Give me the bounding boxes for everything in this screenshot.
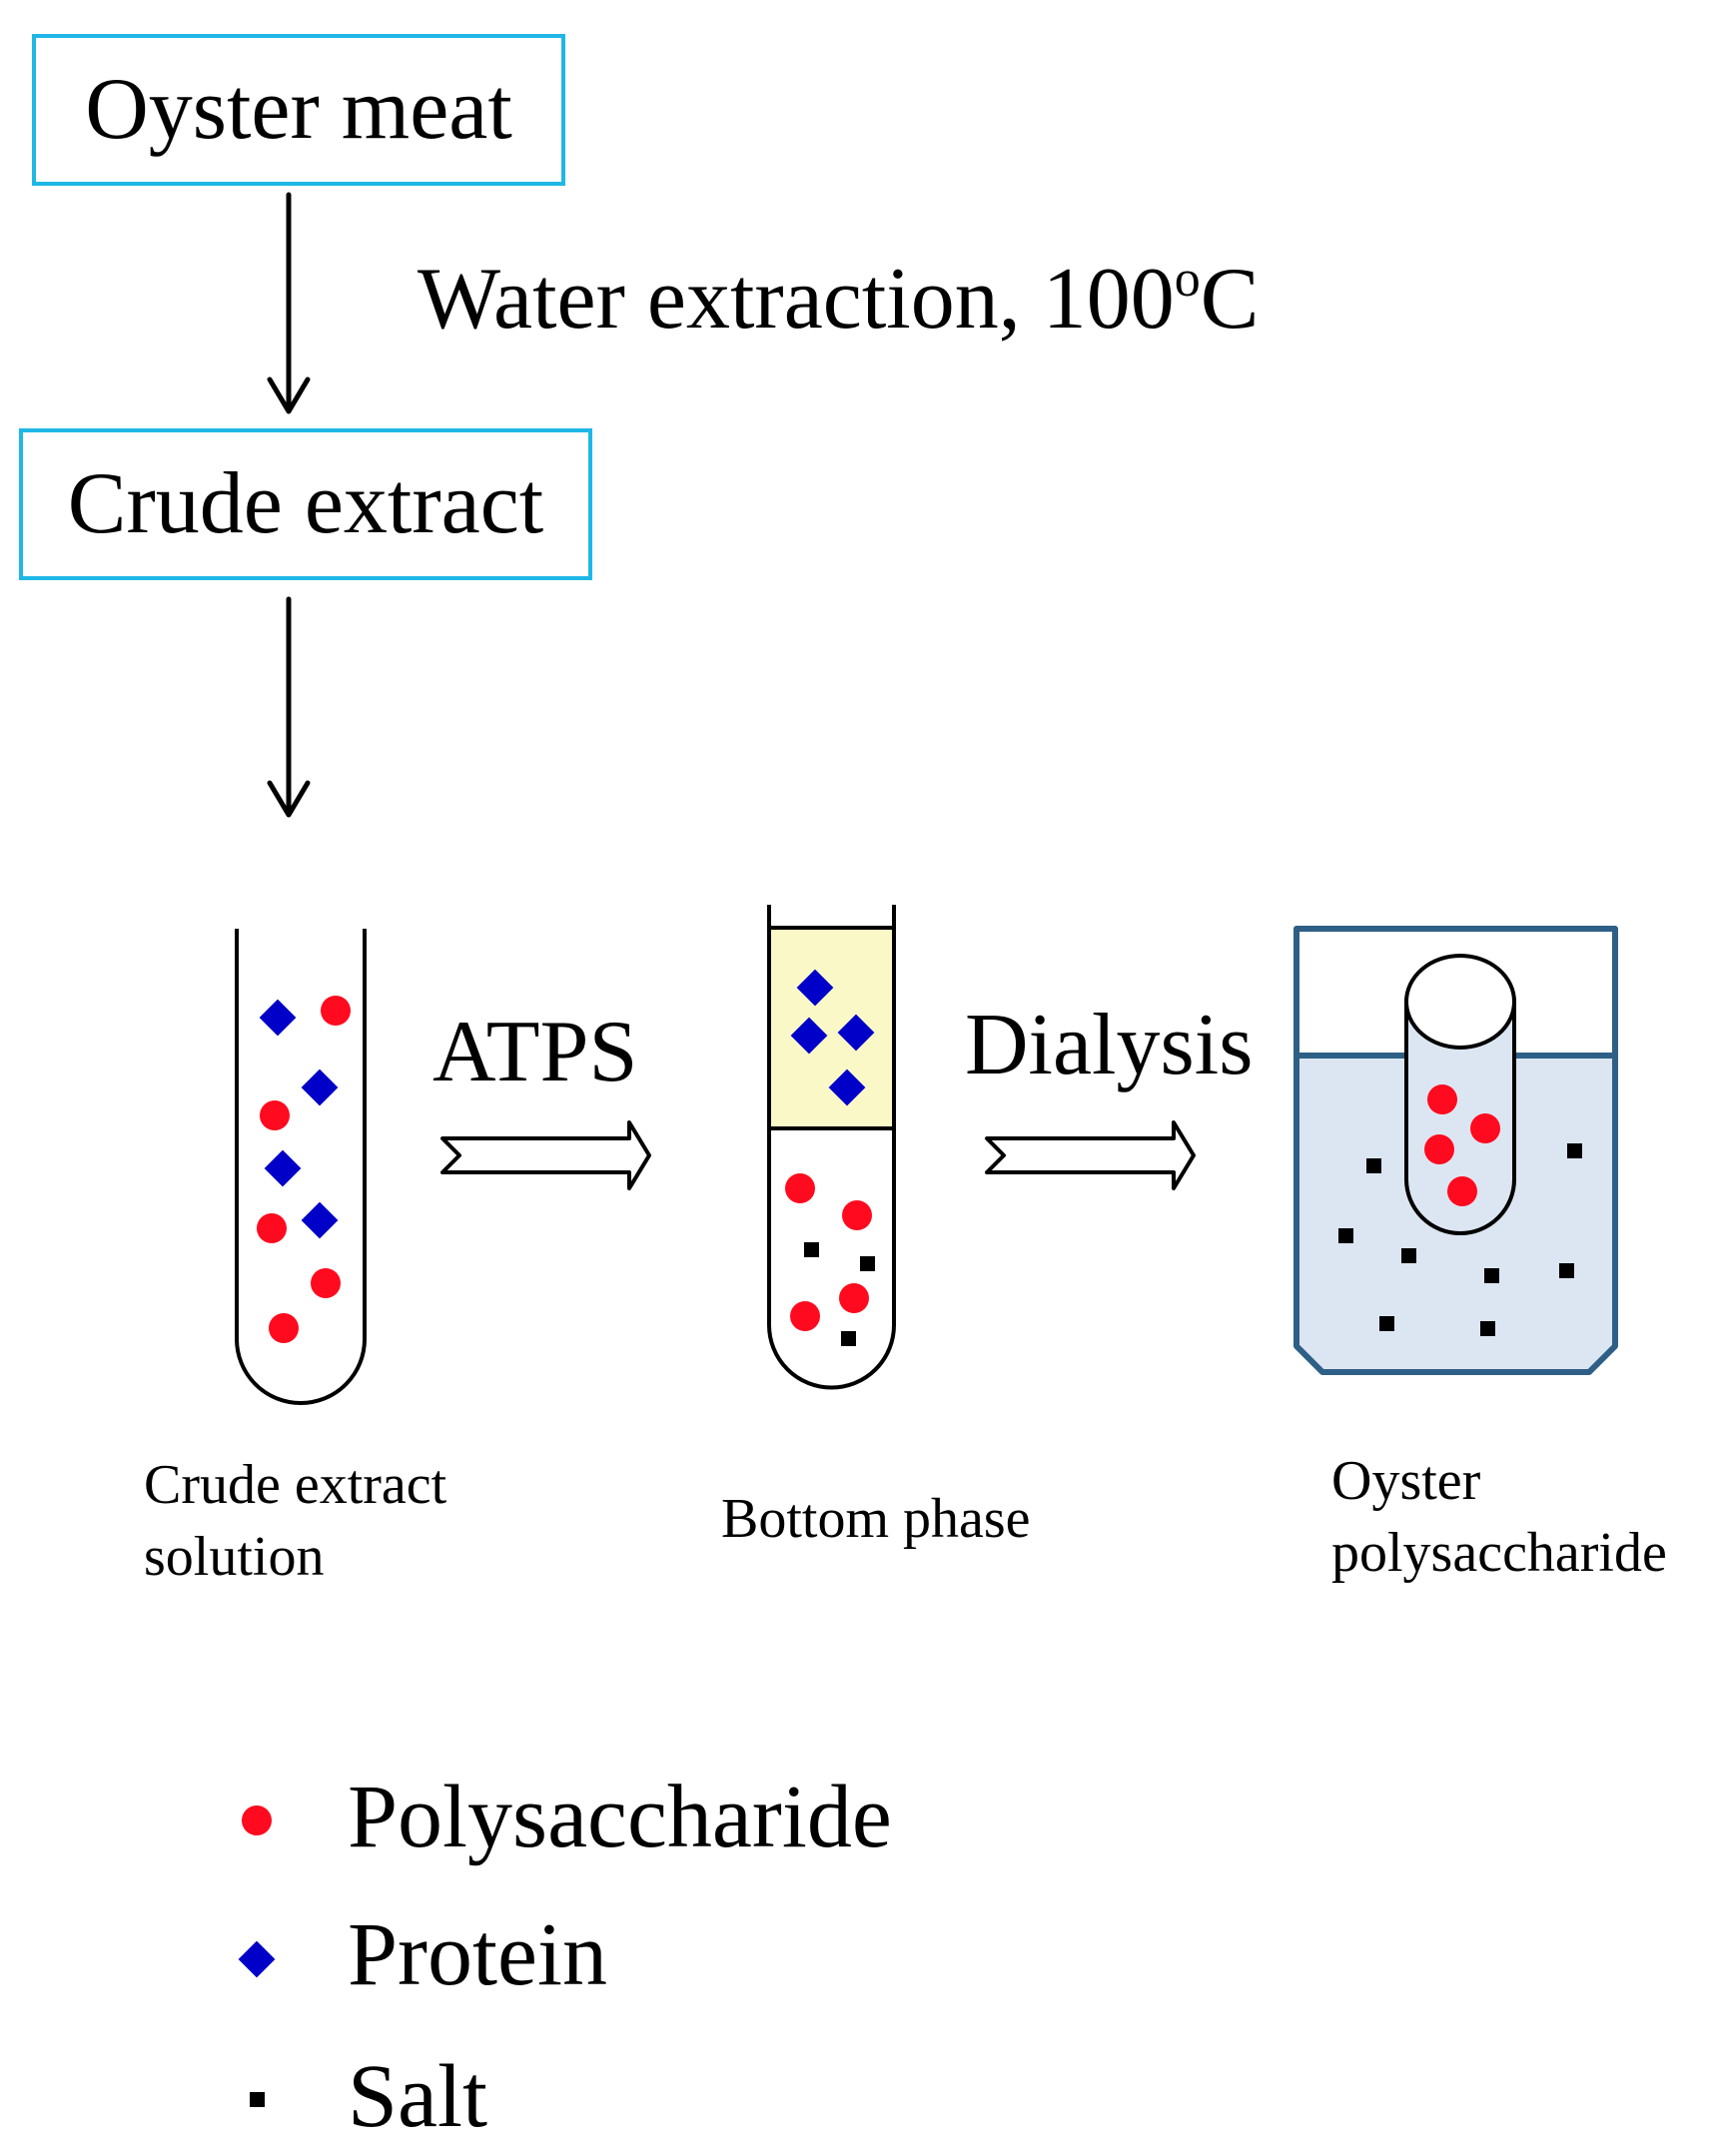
legend-label: Protein bbox=[348, 1905, 607, 2004]
salt-particle bbox=[1401, 1248, 1416, 1263]
polysaccharide-particle bbox=[785, 1173, 815, 1203]
beaker-salt-particles bbox=[1338, 1143, 1582, 1336]
polysaccharide-particle bbox=[839, 1283, 869, 1313]
salt-particle bbox=[1338, 1228, 1353, 1243]
top-phase-region bbox=[769, 928, 894, 1128]
salt-particle bbox=[1379, 1316, 1394, 1331]
dialysis-bag bbox=[1404, 954, 1516, 1235]
protein-particle bbox=[790, 1017, 828, 1055]
water-extraction-text: Water extraction, 100 bbox=[418, 251, 1175, 348]
dialysis-beaker bbox=[1293, 926, 1618, 1375]
arrow-to-tubes bbox=[267, 596, 311, 818]
caption-bottom-phase: Bottom phase bbox=[721, 1488, 1031, 1550]
salt-particle bbox=[1559, 1263, 1574, 1278]
polysaccharide-particle bbox=[1427, 1084, 1457, 1114]
caption-line: polysaccharide bbox=[1331, 1521, 1667, 1584]
caption-crude-solution: Crude extract solution bbox=[144, 1450, 446, 1593]
tube2-particles bbox=[785, 969, 875, 1346]
caption-line: solution bbox=[144, 1525, 325, 1588]
protein-particle bbox=[828, 1069, 866, 1106]
polysaccharide-particle bbox=[1424, 1134, 1454, 1164]
step-label-oyster-meat: Oyster meat bbox=[85, 61, 512, 158]
tube-bottom-phase bbox=[767, 905, 896, 1390]
protein-particle bbox=[837, 1014, 875, 1052]
protein-particle bbox=[796, 969, 834, 1007]
salt-particle bbox=[1567, 1143, 1582, 1158]
dialysis-label: Dialysis bbox=[965, 997, 1254, 1093]
step-box-crude-extract: Crude extract bbox=[19, 428, 592, 580]
salt-particle bbox=[804, 1242, 819, 1257]
step-box-oyster-meat: Oyster meat bbox=[32, 34, 565, 186]
polysaccharide-particle bbox=[321, 996, 351, 1026]
arrow-extraction bbox=[267, 192, 311, 414]
polysaccharide-particle bbox=[257, 1213, 287, 1243]
salt-particle bbox=[1480, 1321, 1495, 1336]
legend-item-salt: Salt bbox=[222, 2042, 487, 2152]
salt-particle bbox=[1484, 1268, 1499, 1283]
caption-line: Crude extract bbox=[144, 1454, 447, 1516]
legend-label: Salt bbox=[348, 2047, 488, 2146]
arrow-atps bbox=[440, 1120, 651, 1190]
water-extraction-label: Water extraction, 100oC bbox=[418, 254, 1259, 344]
salt-particle bbox=[841, 1331, 856, 1346]
legend-item-polysaccharide: Polysaccharide bbox=[222, 1763, 892, 1872]
tube-crude-solution bbox=[235, 929, 367, 1405]
tube1-particles bbox=[257, 996, 351, 1343]
caption-line: Oyster bbox=[1331, 1450, 1481, 1512]
blue-diamond-icon bbox=[222, 1900, 348, 2010]
polysaccharide-particle bbox=[1470, 1113, 1500, 1143]
polysaccharide-particle bbox=[1447, 1176, 1477, 1206]
polysaccharide-particle bbox=[311, 1268, 341, 1298]
salt-particle bbox=[860, 1256, 875, 1271]
legend-label: Polysaccharide bbox=[348, 1768, 892, 1866]
polysaccharide-particle bbox=[842, 1200, 872, 1230]
polysaccharide-particle bbox=[260, 1100, 290, 1130]
protein-particle bbox=[301, 1069, 339, 1106]
temperature-unit: C bbox=[1200, 251, 1260, 348]
black-square-icon bbox=[222, 2042, 348, 2152]
atps-label: ATPS bbox=[432, 1004, 638, 1100]
salt-particle bbox=[1366, 1158, 1381, 1173]
arrow-dialysis bbox=[985, 1120, 1196, 1190]
polysaccharide-particle bbox=[269, 1313, 299, 1343]
caption-oyster-polysaccharide: Oyster polysaccharide bbox=[1331, 1446, 1667, 1589]
degree-superscript: o bbox=[1174, 251, 1201, 308]
legend-item-protein: Protein bbox=[222, 1900, 607, 2010]
polysaccharide-particle bbox=[790, 1301, 820, 1331]
protein-particle bbox=[264, 1149, 302, 1187]
step-label-crude-extract: Crude extract bbox=[67, 455, 544, 552]
protein-particle bbox=[259, 999, 297, 1037]
red-circle-icon bbox=[222, 1763, 348, 1872]
protein-particle bbox=[301, 1201, 339, 1239]
